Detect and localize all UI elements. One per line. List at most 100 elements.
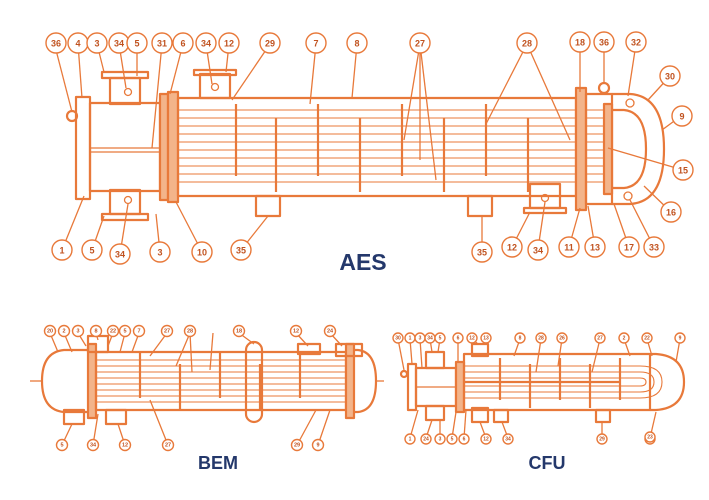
bem-title: BEM: [198, 453, 238, 473]
cfu-shell-cover: [650, 352, 686, 412]
aes-callout-label: 28: [522, 39, 532, 49]
cfu-callout-group: 301334561213828262722291243561234293223: [392, 332, 686, 445]
aes-callout-3: 3: [149, 241, 171, 263]
aes-drawing: 3643345316341229782728183632309151633171…: [45, 31, 694, 275]
aes-callout-label: 18: [575, 38, 585, 48]
cfu-callout-28: 28: [535, 332, 547, 344]
cfu-callout-label: 34: [505, 437, 511, 443]
cfu-callout-34: 34: [424, 332, 436, 344]
aes-callout-label: 11: [564, 243, 574, 253]
bem-callout-label: 18: [236, 329, 242, 335]
bem-callout-18: 18: [232, 324, 246, 338]
aes-saddle-left: [254, 194, 282, 218]
aes-callout-label: 10: [197, 248, 207, 258]
aes-callout-33: 33: [643, 236, 665, 258]
bem-callout-label: 27: [165, 443, 171, 449]
aes-callout-label: 36: [599, 38, 609, 48]
aes-callout-label: 15: [678, 166, 688, 176]
cfu-callout-label: 26: [559, 336, 565, 342]
aes-callout-31: 31: [151, 32, 173, 54]
cfu-callout-label: 5: [439, 336, 442, 342]
bem-callout-label: 28: [187, 329, 193, 335]
bem-callout-label: 20: [47, 329, 53, 335]
cfu-callout-label: 1: [409, 437, 412, 443]
aes-callout-label: 35: [477, 248, 487, 258]
bem-callout-27: 27: [160, 324, 174, 338]
aes-callout-10: 10: [191, 241, 213, 263]
aes-callout-label: 27: [415, 39, 425, 49]
aes-callout-17: 17: [618, 236, 640, 258]
cfu-saddle-right: [594, 408, 612, 424]
cfu-callout-label: 2: [623, 336, 626, 342]
aes-callout-30: 30: [659, 65, 681, 87]
aes-callout-label: 30: [665, 72, 675, 82]
cfu-callout-27: 27: [594, 332, 606, 344]
bem-callout-label: 7: [137, 329, 140, 335]
aes-callout-label: 36: [51, 39, 61, 49]
cfu-callout-label: 30: [395, 336, 401, 342]
aes-callout-36: 36: [593, 31, 615, 53]
aes-callout-label: 7: [313, 39, 318, 49]
aes-callout-7: 7: [305, 32, 327, 54]
bem-callout-12: 12: [289, 324, 303, 338]
cfu-callout-label: 12: [483, 437, 489, 443]
cfu-channel-cover: [406, 362, 418, 412]
aes-callout-label: 32: [631, 38, 641, 48]
cfu-callout-5: 5: [434, 332, 446, 344]
bem-callout-label: 22: [110, 329, 116, 335]
aes-callout-label: 33: [649, 243, 659, 253]
cfu-callout-1: 1: [404, 332, 416, 344]
aes-shell-cover: [612, 92, 666, 206]
aes-callout-5: 5: [126, 32, 148, 54]
bem-callout-29: 29: [290, 438, 304, 452]
aes-callout-5: 5: [81, 239, 103, 261]
cfu-callout-label: 9: [679, 336, 682, 342]
aes-callout-label: 34: [115, 250, 125, 260]
cfu-title: CFU: [529, 453, 566, 473]
aes-callout-1: 1: [51, 239, 73, 261]
aes-callout-label: 34: [533, 246, 543, 256]
aes-callout-label: 12: [507, 243, 517, 253]
aes-callout-label: 8: [354, 39, 359, 49]
bem-callout-7: 7: [132, 324, 146, 338]
aes-tube-bundle: [178, 109, 612, 183]
aes-callout-34: 34: [109, 243, 131, 265]
aes-callout-label: 9: [679, 112, 684, 122]
aes-callout-35: 35: [230, 239, 252, 261]
cfu-drawing: 301334561213828262722291243561234293223 …: [392, 332, 686, 473]
bem-callout-27: 27: [161, 438, 175, 452]
bem-callout-24: 24: [323, 324, 337, 338]
aes-callout-8: 8: [346, 32, 368, 54]
aes-callout-label: 1: [59, 246, 64, 256]
bem-callout-9: 9: [311, 438, 325, 452]
cfu-u-tube-bundle: [464, 365, 663, 399]
cfu-callout-12: 12: [466, 332, 478, 344]
aes-callout-3: 3: [86, 32, 108, 54]
aes-callout-32: 32: [625, 31, 647, 53]
bem-callout-8: 8: [89, 324, 103, 338]
aes-callout-12: 12: [218, 32, 240, 54]
aes-callout-34: 34: [527, 239, 549, 261]
cfu-callout-label: 23: [647, 435, 653, 441]
cfu-callout-label: 24: [423, 437, 429, 443]
cfu-callout-label: 3: [419, 336, 422, 342]
aes-callout-label: 17: [624, 243, 634, 253]
aes-callout-4: 4: [67, 32, 89, 54]
bem-callout-20: 20: [43, 324, 57, 338]
cfu-callout-13: 13: [480, 332, 492, 344]
bem-callout-label: 5: [123, 329, 126, 335]
cfu-callout-29: 29: [596, 433, 608, 445]
aes-callout-27: 27: [409, 32, 431, 54]
cfu-callout-34: 34: [502, 433, 514, 445]
cfu-callout-2: 2: [618, 332, 630, 344]
aes-callout-9: 9: [671, 105, 693, 127]
bem-expansion-joint: [244, 340, 264, 424]
cfu-callout-label: 22: [644, 336, 650, 342]
bem-baffles: [138, 352, 302, 410]
aes-callout-label: 31: [157, 39, 167, 49]
